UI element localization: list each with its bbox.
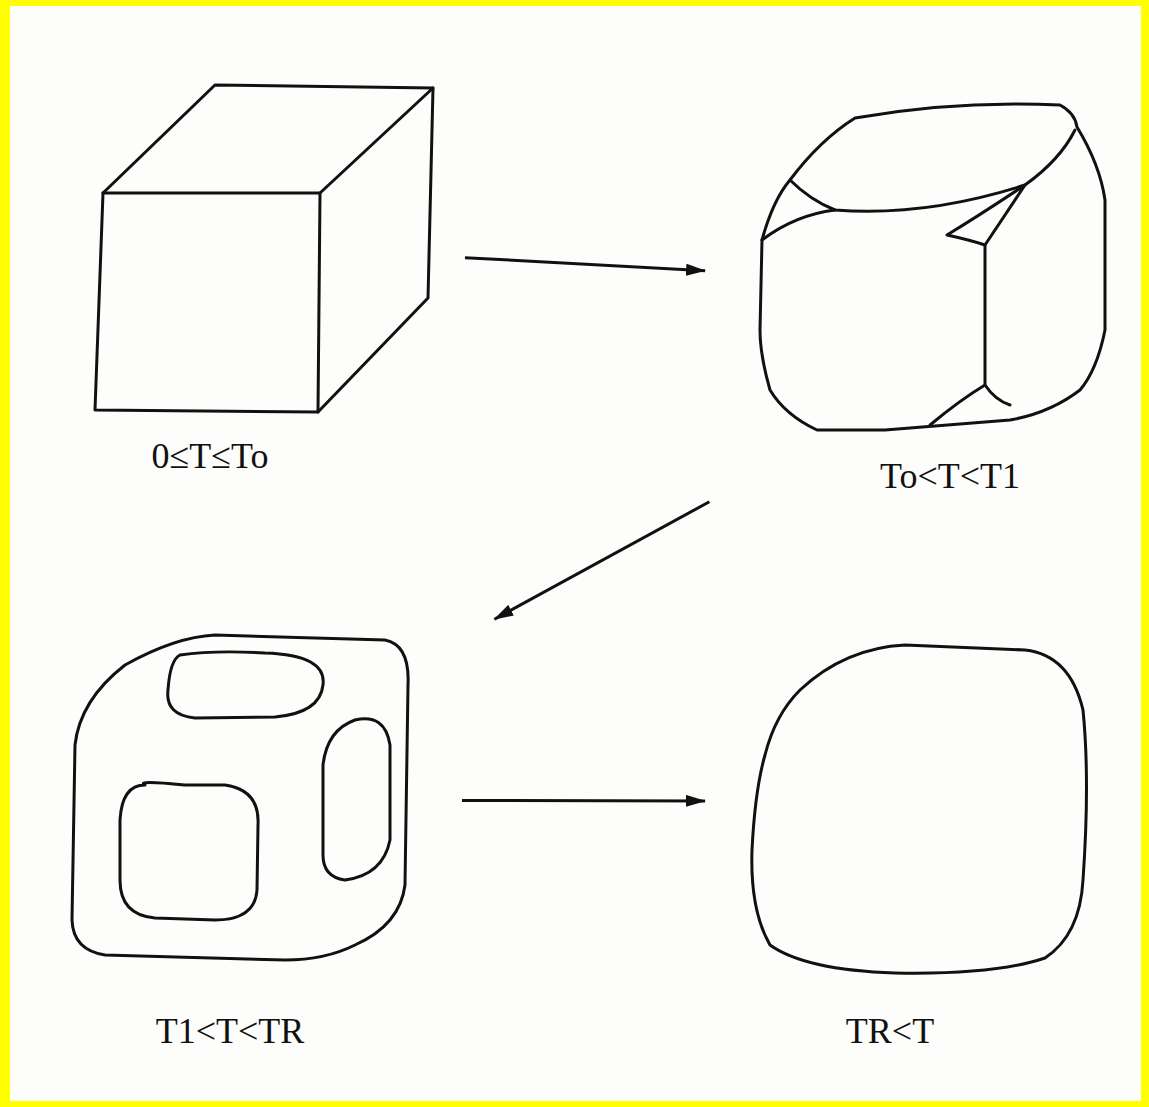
transition-arrow	[462, 799, 705, 802]
temperature-range-label: T1<T<TR	[156, 1010, 305, 1053]
crystal-outline	[65, 625, 420, 1075]
temperature-range-label: TR<T	[846, 1010, 934, 1053]
rounded-faceted-crystal: T1<T<TR	[65, 625, 420, 1075]
transition-arrow	[494, 502, 709, 620]
temperature-range-label: 0≤T≤To	[152, 435, 269, 478]
truncated-cube-crystal: To<T<T1	[755, 95, 1115, 510]
rough-round-crystal: TR<T	[745, 640, 1090, 1075]
page-ground	[10, 6, 1141, 1101]
cube-crystal: 0≤T≤To	[90, 80, 440, 490]
temperature-range-label: To<T<T1	[880, 455, 1020, 498]
crystal-outline	[90, 80, 440, 490]
transition-arrow	[465, 258, 705, 271]
crystal-outline	[745, 640, 1090, 1075]
crystal-outline	[755, 95, 1115, 510]
